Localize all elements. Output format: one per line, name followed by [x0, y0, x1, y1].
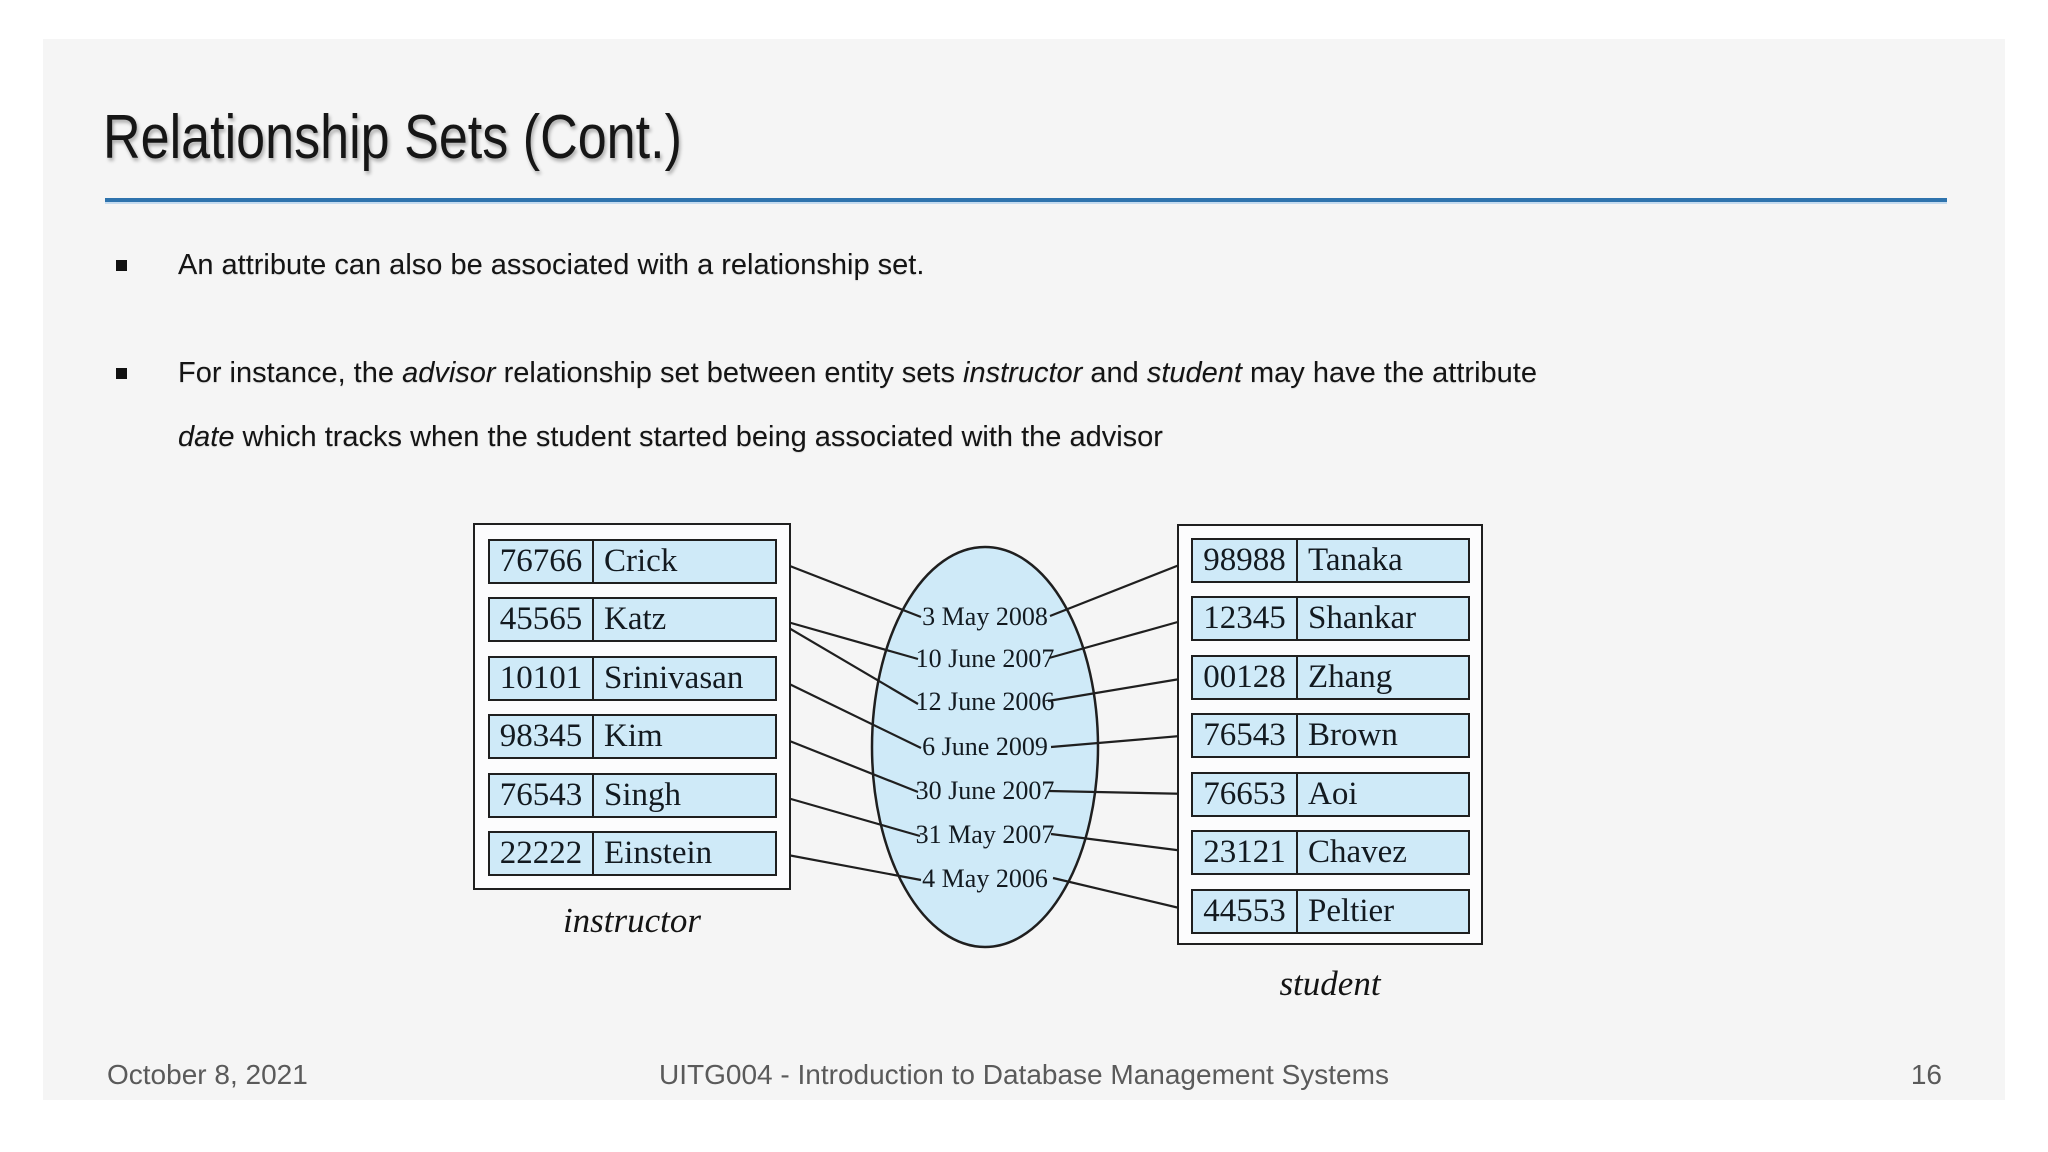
relationship-date-label: 4 May 2006 — [922, 864, 1048, 893]
relationship-line-kim-date — [776, 734, 919, 794]
student-id: 76653 — [1193, 774, 1298, 815]
instructor-row: 22222 Einstein — [488, 831, 777, 876]
instructor-name: Singh — [604, 777, 682, 813]
relationship-line-einstein-date — [776, 851, 922, 882]
slide-title: Relationship Sets (Cont.) — [103, 103, 682, 172]
instructor-row: 10101 Srinivasan — [488, 656, 777, 701]
student-row: 12345 Shankar — [1191, 596, 1470, 641]
relationship-line-srinivasan-date — [776, 677, 922, 749]
instructor-name: Srinivasan — [604, 660, 744, 696]
relationship-date-label: 10 June 2007 — [915, 644, 1055, 673]
student-name: Zhang — [1308, 659, 1393, 695]
footer-page-number: 16 — [1910, 1059, 1942, 1090]
bullet-square-icon — [116, 260, 127, 271]
text-run: relationship set between entity sets — [495, 357, 964, 389]
student-row: 23121 Chavez — [1191, 830, 1470, 875]
text-run: may have the attribute — [1241, 357, 1537, 389]
instructor-name: Katz — [604, 601, 667, 637]
instructor-id: 10101 — [490, 658, 594, 699]
relationship-date-label: 3 May 2008 — [922, 602, 1048, 631]
text-run: For instance, the — [178, 357, 403, 389]
student-row: 76543 Brown — [1191, 713, 1470, 758]
student-name: Brown — [1308, 717, 1398, 753]
instructor-id: 45565 — [490, 599, 594, 640]
emphasis-text: student — [1146, 357, 1242, 389]
student-row: 98988 Tanaka — [1191, 538, 1470, 583]
emphasis-text: advisor — [402, 357, 496, 389]
student-row: 44553 Peltier — [1191, 889, 1470, 934]
emphasis-text: instructor — [963, 357, 1083, 389]
student-name: Tanaka — [1308, 542, 1403, 578]
relationship-set-ellipse — [870, 545, 1100, 949]
relationship-line-date-chavez — [1050, 832, 1193, 854]
instructor-name: Einstein — [604, 835, 713, 871]
student-id: 12345 — [1193, 598, 1298, 639]
relationship-line-date-zhang — [1047, 675, 1193, 703]
title-underline — [105, 198, 1947, 202]
footer-course-title: UITG004 - Introduction to Database Manag… — [659, 1059, 1389, 1090]
instructor-id: 98345 — [490, 716, 594, 757]
text-run: An attribute can also be associated with… — [178, 249, 925, 281]
instructor-row: 76543 Singh — [488, 773, 777, 818]
student-id: 98988 — [1193, 540, 1298, 581]
relationship-line-date-brown — [1050, 733, 1193, 749]
instructor-id: 76766 — [490, 541, 594, 582]
relationship-date-label: 6 June 2009 — [922, 732, 1048, 761]
relationship-line-katz-date1 — [776, 617, 919, 661]
instructor-row: 45565 Katz — [488, 597, 777, 642]
bullet-text: An attribute can also be associated with… — [178, 233, 1916, 297]
instructor-name: Kim — [604, 718, 663, 754]
relationship-line-date-shankar — [1048, 616, 1193, 660]
student-set-label: student — [1279, 964, 1381, 1003]
instructor-entity-box — [473, 523, 791, 890]
instructor-row: 98345 Kim — [488, 714, 777, 759]
instructor-id: 76543 — [490, 775, 594, 816]
bullet-item: An attribute can also be associated with… — [116, 233, 1916, 297]
emphasis-text: date — [178, 421, 235, 453]
relationship-date-label: 31 May 2007 — [915, 820, 1055, 849]
instructor-id: 22222 — [490, 833, 594, 874]
bullet-square-icon — [116, 368, 127, 379]
relationship-line-date-aoi — [1048, 789, 1193, 796]
instructor-row: 76766 Crick — [488, 539, 777, 584]
bullet-text: For instance, the advisor relationship s… — [178, 341, 1916, 469]
student-name: Peltier — [1308, 893, 1395, 929]
relationship-date-label: 30 June 2007 — [915, 776, 1055, 805]
student-name: Chavez — [1308, 834, 1407, 870]
instructor-set-label: instructor — [562, 901, 702, 940]
relationship-line-katz-date2 — [776, 620, 919, 705]
relationship-line-date-tanaka — [1049, 558, 1193, 618]
student-row: 00128 Zhang — [1191, 655, 1470, 700]
text-run: and — [1082, 357, 1147, 389]
student-name: Aoi — [1308, 776, 1358, 812]
student-id: 76543 — [1193, 715, 1298, 756]
relationship-date-label: 12 June 2006 — [915, 687, 1055, 716]
student-name: Shankar — [1308, 600, 1417, 636]
student-row: 76653 Aoi — [1191, 772, 1470, 817]
footer-date: October 8, 2021 — [107, 1059, 308, 1090]
bullet-item: For instance, the advisor relationship s… — [116, 341, 1916, 469]
student-id: 00128 — [1193, 657, 1298, 698]
student-id: 44553 — [1193, 891, 1298, 932]
text-run: which tracks when the student started be… — [234, 421, 1163, 453]
relationship-line-crick-date — [776, 559, 922, 619]
relationship-line-singh-date — [776, 793, 921, 838]
relationship-line-date-peltier — [1052, 876, 1193, 913]
student-id: 23121 — [1193, 832, 1298, 873]
instructor-name: Crick — [604, 543, 678, 579]
